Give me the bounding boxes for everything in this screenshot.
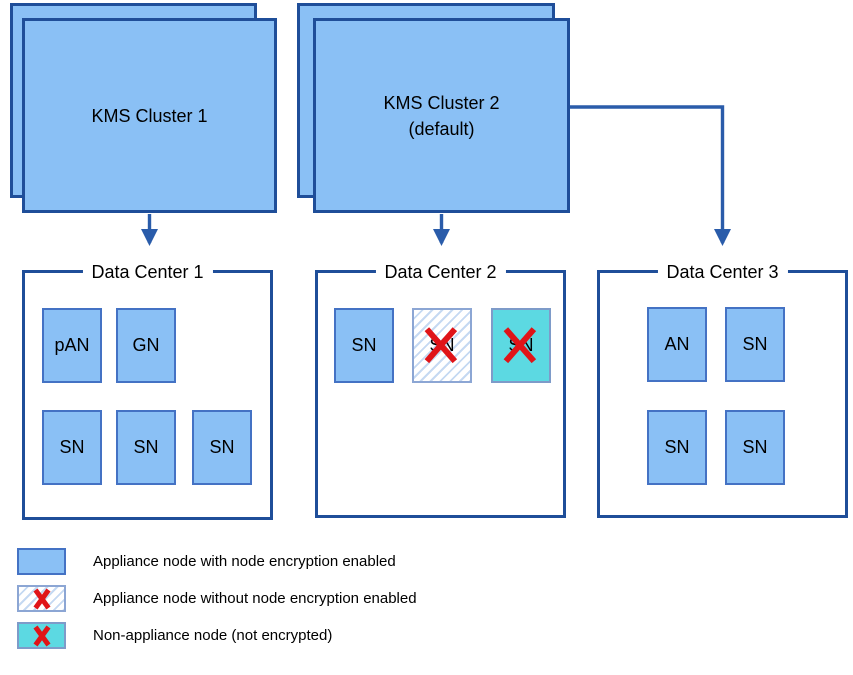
node-label: SN [351,335,377,355]
legend-item-appliance-not-encrypted: Appliance node without node encryption e… [17,585,417,612]
legend-item-appliance-encrypted: Appliance node with node encryption enab… [17,548,396,575]
legend-swatch-appliance-encrypted [17,548,66,575]
legend-label: Non-appliance node (not encrypted) [93,627,333,644]
node-box: SN [334,308,394,383]
legend-label: Appliance node with node encryption enab… [93,553,396,570]
node-box-non-appliance: SN [491,308,551,383]
red-x-icon [503,326,537,363]
data-center-3-panel: Data Center 3 AN SN SN SN [597,261,848,518]
node-label: SN [59,437,85,457]
red-x-icon [32,588,51,609]
node-box: SN [647,410,707,485]
kms-cluster-1-label: KMS Cluster 1 [91,105,208,126]
node-label: SN [742,334,768,354]
data-center-2-title: Data Center 2 [375,261,506,283]
kms-cluster-2-label: KMS Cluster 2 [383,92,500,113]
node-box: SN [725,307,785,382]
kms-cluster-1-box: KMS Cluster 1 [22,18,277,213]
node-box: SN [725,410,785,485]
red-x-icon [32,625,51,646]
node-box: pAN [42,308,102,383]
node-box: SN [116,410,176,485]
node-label: GN [132,335,160,355]
node-box: AN [647,307,707,382]
legend-item-non-appliance: Non-appliance node (not encrypted) [17,622,332,649]
data-center-1-panel: Data Center 1 pAN GN SN SN SN [22,261,273,520]
legend-swatch-appliance-not-encrypted [17,585,66,612]
kms-cluster-2-sublabel: (default) [408,118,475,139]
legend-label: Appliance node without node encryption e… [93,590,417,607]
data-center-1-title: Data Center 1 [82,261,213,283]
node-box: SN [192,410,252,485]
node-box: SN [42,410,102,485]
node-label: AN [664,334,690,354]
red-x-icon [424,326,458,363]
data-center-3-title: Data Center 3 [657,261,788,283]
node-label: pAN [54,335,90,355]
legend-swatch-non-appliance [17,622,66,649]
node-label: SN [664,437,690,457]
node-box: GN [116,308,176,383]
data-center-2-panel: Data Center 2 SN SN SN [315,261,566,518]
node-label: SN [133,437,159,457]
arrow-cluster2-to-dc3 [570,105,731,247]
node-label: SN [209,437,235,457]
kms-cluster-2-box: KMS Cluster 2 (default) [313,18,570,213]
node-box-not-encrypted: SN [412,308,472,383]
node-label: SN [742,437,768,457]
